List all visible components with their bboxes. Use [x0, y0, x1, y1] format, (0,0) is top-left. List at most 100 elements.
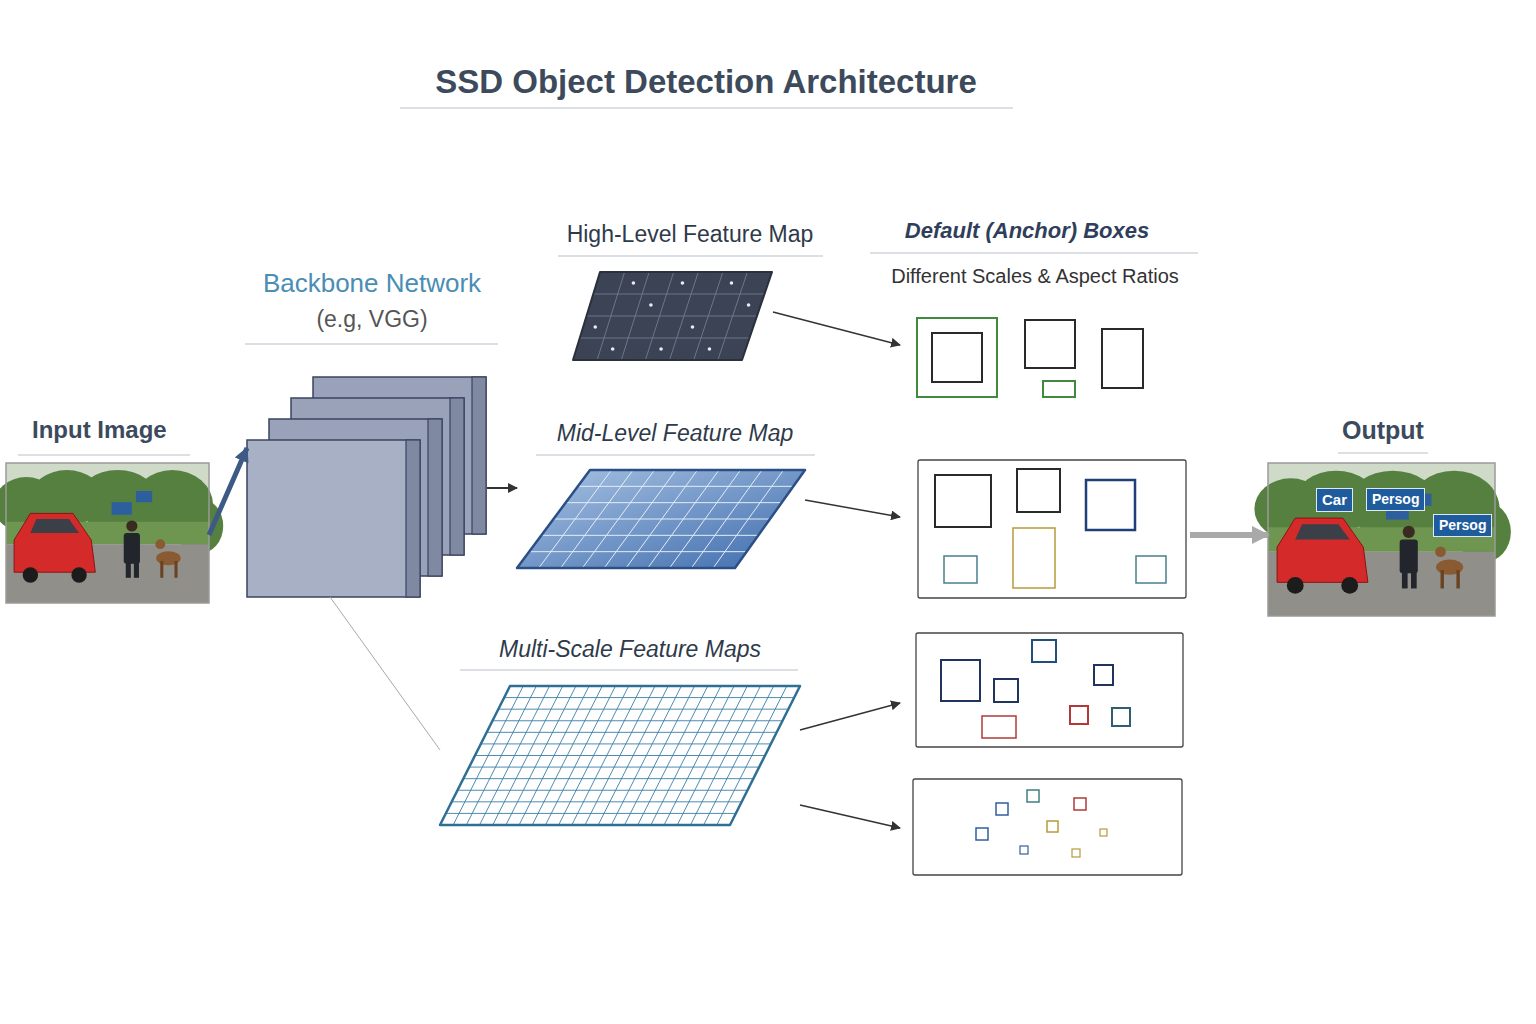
feature-map: Multi-Scale Feature Maps [440, 686, 800, 825]
heading-underline [1338, 452, 1428, 453]
grid-line [670, 470, 741, 568]
photo-frame [1268, 463, 1495, 616]
photo-person-leg [1411, 570, 1417, 588]
photo-wheel [23, 567, 38, 582]
photo-person-leg [126, 561, 131, 578]
grid-dot [730, 281, 734, 285]
grid-line [611, 686, 681, 825]
anchor-box [976, 828, 988, 840]
photo-wheel [71, 567, 86, 582]
feature-map-border [573, 272, 772, 360]
heading-underline [870, 252, 1198, 253]
feature-map-fill [573, 272, 772, 360]
detection-tag: Persog [1366, 488, 1425, 511]
feature-map-border [440, 686, 800, 825]
anchor-box-group: Default (Anchor) BoxesDifferent Scales &… [900, 300, 1190, 880]
flow-arrow [1190, 532, 1268, 538]
grid-line [587, 316, 758, 317]
anchor-box [1100, 829, 1107, 836]
grid-line [651, 686, 721, 825]
grid-line [598, 686, 668, 825]
anchor-panel [913, 779, 1182, 875]
grid-line [694, 272, 723, 360]
grid-line [545, 686, 615, 825]
anchor-box [1020, 846, 1028, 854]
grid-line [561, 470, 633, 568]
title-underline [400, 107, 1013, 108]
grid-line [532, 686, 602, 825]
grid-line [664, 686, 734, 825]
feature-map-fill [517, 470, 805, 568]
grid-line [506, 686, 576, 825]
anchor-box [1102, 329, 1143, 388]
feature-map-fill [440, 686, 800, 825]
grid-line [593, 294, 764, 295]
flow-arrow [800, 703, 900, 730]
anchor-box [994, 679, 1018, 702]
photo-dog-head [155, 539, 165, 549]
grid-line [597, 272, 624, 360]
heading-underline [536, 454, 815, 455]
anchor-box [1027, 790, 1039, 802]
photo-car-window [1295, 524, 1349, 539]
node-heading: Mid-Level Feature Map [557, 420, 794, 448]
grid-line [604, 470, 676, 568]
grid-line [453, 686, 523, 825]
photo-dog-head [1435, 546, 1446, 557]
grid-dot [611, 347, 615, 351]
grid-line [580, 338, 750, 339]
anchor-box [982, 716, 1016, 738]
grid-dot [691, 325, 695, 329]
backbone-box: Backbone Network(e.g, VGG) [247, 376, 487, 597]
grid-dot [681, 281, 685, 285]
layer-side [406, 440, 420, 597]
layer-side [450, 398, 464, 555]
grid-line [625, 686, 695, 825]
grid-line [648, 470, 719, 568]
photo-person-head [1403, 526, 1415, 538]
grid-line [626, 470, 698, 568]
photo-person-leg [134, 561, 139, 578]
photo-dog-leg [1456, 570, 1459, 588]
photo-sign [112, 502, 132, 515]
feature-map: Mid-Level Feature Map [517, 470, 805, 568]
photo-wheel [1341, 577, 1358, 594]
anchor-box [1032, 640, 1056, 662]
anchor-panel [918, 460, 1186, 598]
photo-dog-leg [160, 561, 163, 578]
anchor-box [941, 660, 980, 701]
photo-scenes [0, 463, 1511, 616]
heading-underline [245, 343, 498, 344]
photo-dog-leg [174, 561, 177, 578]
grid-dot [649, 303, 653, 307]
node-subheading: Different Scales & Aspect Ratios [891, 264, 1179, 288]
anchor-box [1136, 556, 1166, 583]
anchor-box [1025, 320, 1075, 368]
anchor-box [1013, 528, 1055, 588]
flow-arrow [487, 487, 517, 489]
diagram-title: SSD Object Detection Architecture [206, 62, 1206, 102]
anchor-box [1112, 708, 1130, 726]
flow-arrow [330, 597, 440, 750]
anchor-box [1043, 381, 1075, 397]
grid-dot [708, 347, 712, 351]
heading-underlines [18, 108, 1428, 670]
backbone-stack [247, 377, 486, 597]
grid-line [539, 470, 612, 568]
detection-tag: Car [1316, 488, 1353, 512]
layer-side [472, 377, 486, 534]
grid-dot [659, 347, 663, 351]
flow-arrow [209, 448, 247, 535]
photo-person-body [1400, 540, 1418, 574]
grid-line [466, 686, 536, 825]
layer-side [428, 419, 442, 576]
anchor-panel [916, 633, 1183, 747]
grid-line [638, 686, 708, 825]
anchor-box [944, 556, 977, 583]
grid-line [621, 272, 649, 360]
grid-line [713, 470, 783, 568]
anchor-box [1017, 469, 1060, 512]
grid-line [519, 686, 589, 825]
